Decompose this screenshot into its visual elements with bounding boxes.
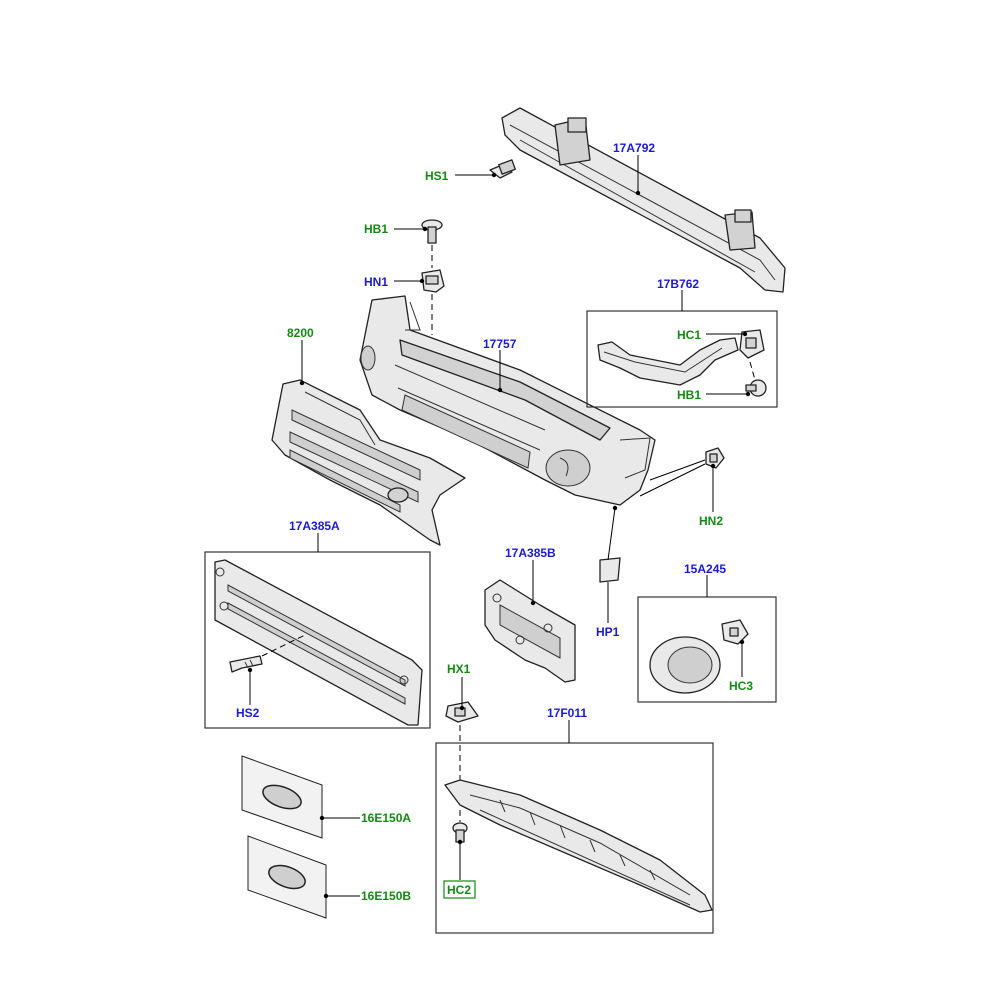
fog-lamp-bezel <box>649 636 721 694</box>
clip-hc2 <box>452 822 468 843</box>
callout-hb1-top: HB1 <box>364 222 388 236</box>
callout-17a385a: 17A385A <box>289 519 340 533</box>
callout-hc2-highlight <box>443 880 476 899</box>
callout-hp1: HP1 <box>596 625 620 639</box>
bumper-cover <box>359 295 656 506</box>
leader-lines <box>247 155 751 899</box>
callout-16e150b: 16E150B <box>361 889 411 903</box>
badge-16e150b <box>247 835 327 919</box>
callout-17b762: 17B762 <box>657 277 699 291</box>
callout-hc3: HC3 <box>729 679 753 693</box>
callout-hc2: HC2 <box>447 883 471 897</box>
bracket-17b762 <box>597 337 739 386</box>
clip-hc3 <box>721 619 749 645</box>
clip-hc1 <box>739 329 765 359</box>
callout-15a245: 15A245 <box>684 562 726 576</box>
callout-labels: 17A792 HS1 HB1 HN1 17B762 HC1 HB1 8200 1… <box>236 141 753 903</box>
callout-hx1: HX1 <box>447 662 471 676</box>
callout-hn1: HN1 <box>364 275 388 289</box>
callout-16e150a: 16E150A <box>361 811 411 825</box>
bolt-hb1 <box>421 219 443 244</box>
screw-hs2 <box>229 655 263 673</box>
nut-hn1 <box>421 269 445 293</box>
bolt-hs1 <box>489 159 516 179</box>
callout-hb1-box: HB1 <box>677 388 701 402</box>
callout-17757: 17757 <box>483 337 517 351</box>
callout-hs2: HS2 <box>236 706 260 720</box>
clip-hn2 <box>705 447 725 469</box>
callout-17a385b: 17A385B <box>505 546 556 560</box>
number-plate-plinth-17a385a <box>214 559 423 726</box>
callout-hn2: HN2 <box>699 514 723 528</box>
callout-hs1: HS1 <box>425 169 449 183</box>
bolt-hb1-box <box>745 379 767 397</box>
callout-17a792: 17A792 <box>613 141 655 155</box>
clip-hx1 <box>445 701 479 723</box>
box-17f011 <box>435 742 714 934</box>
reinforcement-beam <box>501 107 786 293</box>
plug-hp1 <box>599 557 621 583</box>
number-plate-bracket-17a385b <box>484 579 576 683</box>
front-grille <box>271 379 466 546</box>
callout-hc1: HC1 <box>677 328 701 342</box>
callout-17f011: 17F011 <box>547 706 587 720</box>
callout-8200: 8200 <box>287 326 314 340</box>
badge-16e150a <box>241 755 323 839</box>
undertray-17f011 <box>444 779 713 913</box>
